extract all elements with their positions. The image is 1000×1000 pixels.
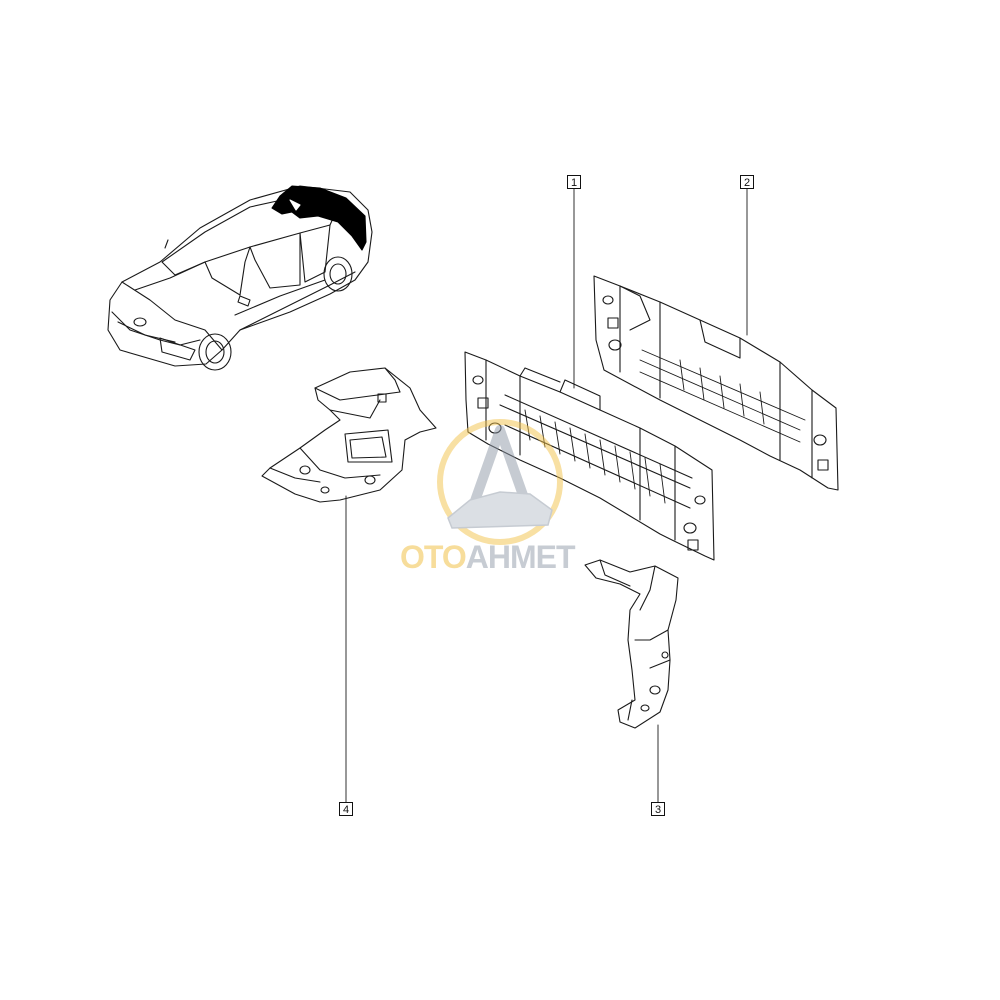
part-1-rear-panel — [464, 351, 715, 561]
watermark-logo-icon — [437, 419, 563, 545]
callout-2: 2 — [740, 175, 754, 189]
watermark-part-a: OTO — [400, 539, 467, 575]
leader-lines — [345, 188, 748, 803]
callout-1: 1 — [567, 175, 581, 189]
part-4-trunk-panel — [261, 367, 437, 503]
vehicle-illustration — [107, 185, 373, 371]
part-3-reinforcement — [584, 559, 679, 729]
callout-4: 4 — [339, 802, 353, 816]
watermark-text: OTOAHMET — [400, 539, 576, 576]
callout-3: 3 — [651, 802, 665, 816]
part-2-rear-panel — [593, 275, 839, 491]
watermark-part-b: AHMET — [465, 539, 576, 575]
